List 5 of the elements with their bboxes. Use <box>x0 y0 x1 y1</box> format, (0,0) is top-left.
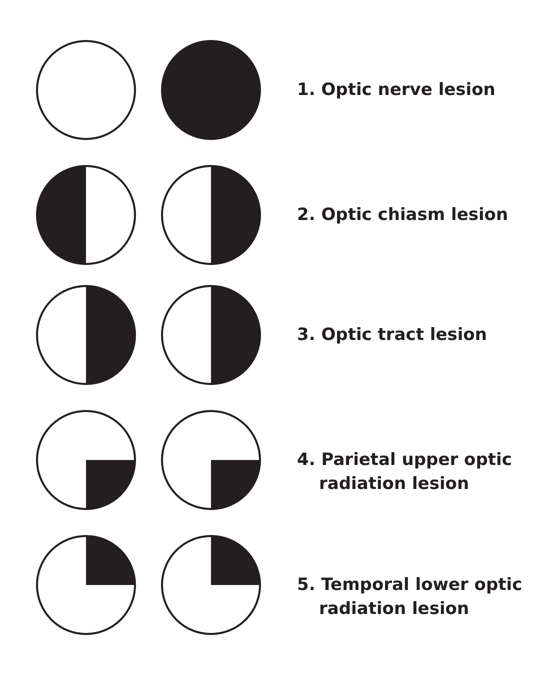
lesion-label: 5. Temporal lower optic radiation lesion <box>297 574 524 621</box>
lesion-label: 1. Optic nerve lesion <box>297 79 496 102</box>
lesion-label: 2. Optic chiasm lesion <box>297 204 510 227</box>
lesion-label: 4. Parietal upper optic radiation lesion <box>297 449 513 496</box>
lesion-label: 3. Optic tract lesion <box>297 324 488 347</box>
